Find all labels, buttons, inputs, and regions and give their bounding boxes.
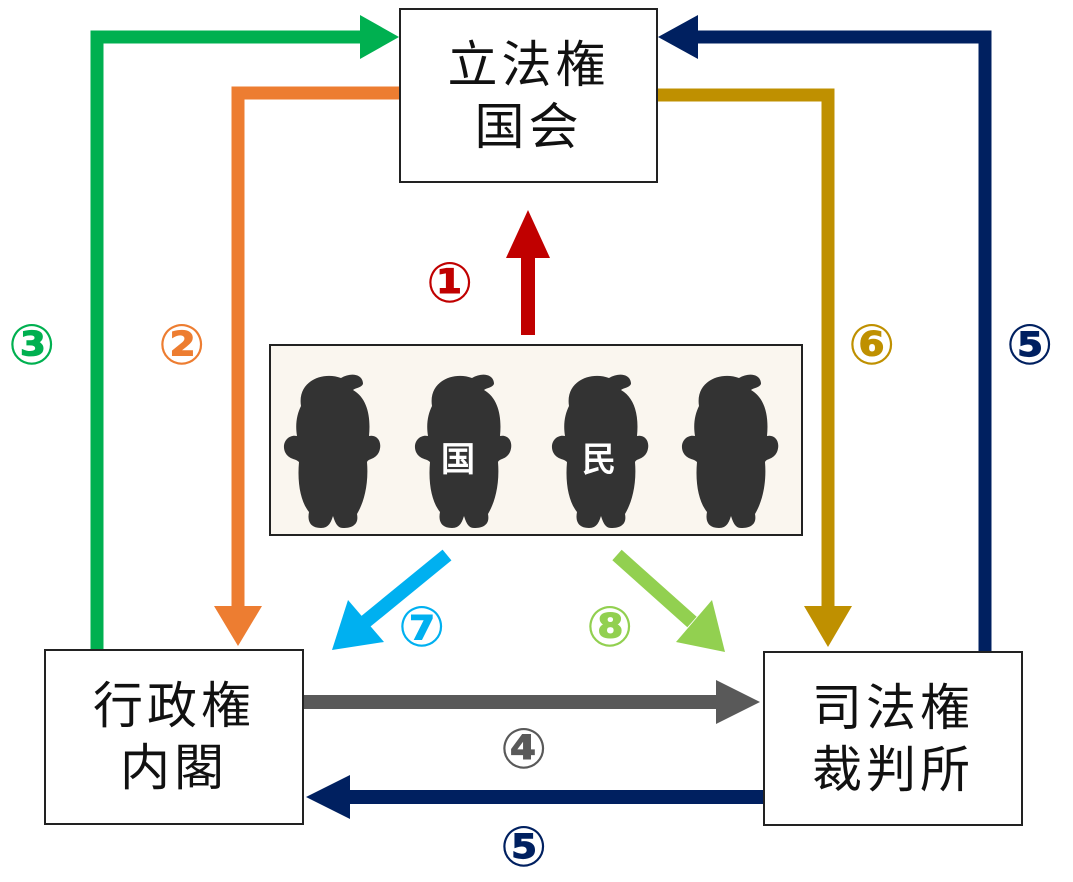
legislature-subtitle: 国会 — [474, 97, 583, 156]
number-label-8: ⑧ — [586, 595, 634, 660]
arrow-5a — [306, 775, 763, 819]
arrow-2 — [214, 86, 399, 646]
number-label-5-bottom: ⑤ — [500, 815, 548, 880]
judiciary-box: 司法権 裁判所 — [763, 651, 1023, 826]
number-label-5-right: ⑤ — [1006, 313, 1054, 378]
arrow-6 — [658, 88, 852, 647]
judiciary-subtitle: 裁判所 — [812, 740, 974, 799]
arrow-7 — [332, 549, 452, 650]
arrow-8 — [612, 549, 725, 652]
person-icon — [283, 374, 381, 528]
arrow-3 — [90, 15, 399, 649]
number-label-4: ④ — [500, 717, 548, 782]
legislature-title: 立法権 — [447, 35, 610, 94]
number-label-6: ⑥ — [848, 313, 896, 378]
judiciary-title: 司法権 — [812, 678, 974, 737]
arrow-5b — [658, 15, 992, 651]
people-label-char-2: 民 — [582, 440, 616, 480]
people-box: 国 民 — [269, 344, 803, 536]
arrow-4 — [304, 680, 760, 724]
executive-box: 行政権 内閣 — [44, 649, 304, 825]
number-label-3: ③ — [8, 313, 56, 378]
number-label-1: ① — [426, 251, 474, 316]
people-silhouettes — [283, 374, 779, 528]
executive-title: 行政権 — [93, 677, 255, 735]
people-label-char-1: 国 — [441, 440, 475, 480]
person-icon — [681, 374, 779, 528]
legislature-box: 立法権 国会 — [399, 8, 658, 183]
number-label-7: ⑦ — [398, 595, 446, 660]
executive-subtitle: 内閣 — [120, 739, 228, 797]
arrow-1 — [506, 210, 550, 335]
number-label-2: ② — [158, 313, 206, 378]
